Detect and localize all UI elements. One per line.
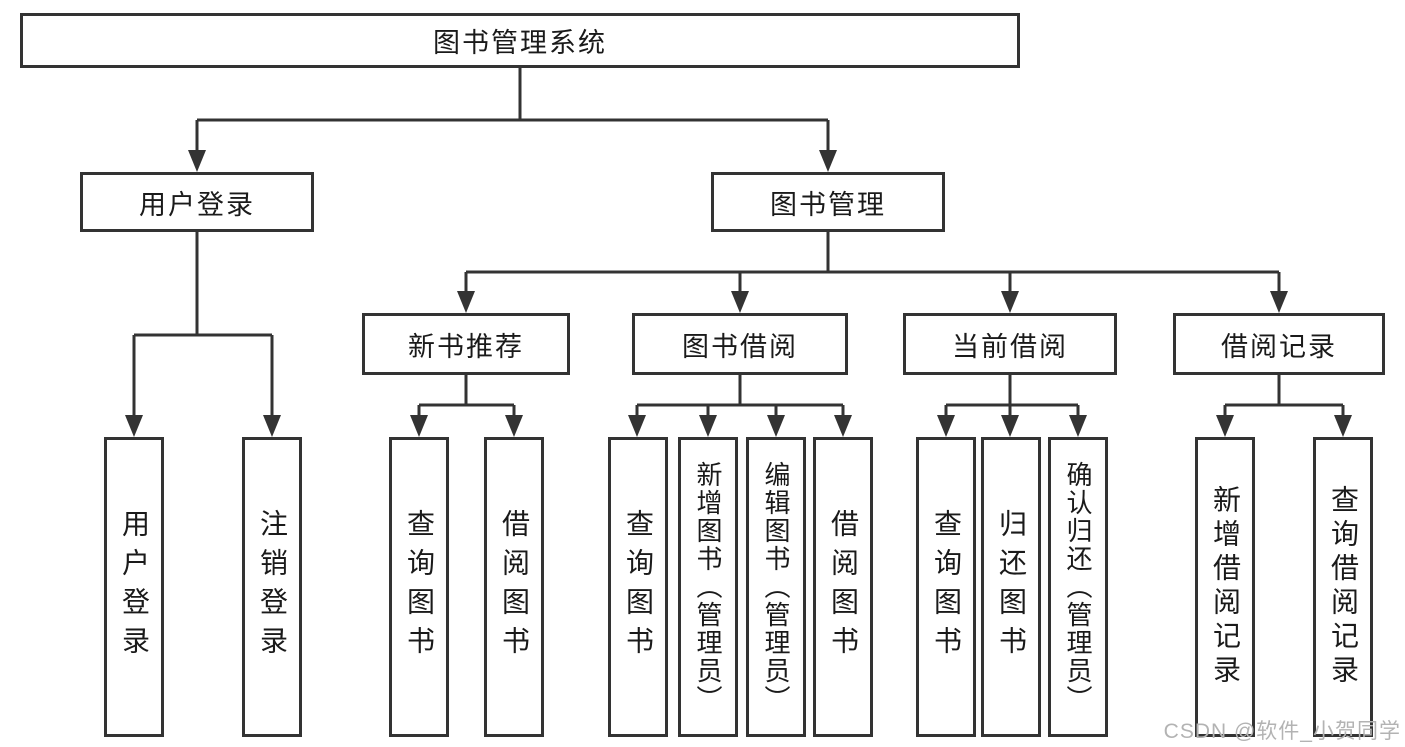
node-book-management: 图书管理	[711, 172, 945, 232]
node-book-borrowing: 图书借阅	[632, 313, 848, 375]
node-leaf-return-books: 归还图书	[981, 437, 1041, 737]
node-borrowing-records: 借阅记录	[1173, 313, 1385, 375]
node-leaf-logout: 注销登录	[242, 437, 302, 737]
node-leaf-query-borrow-record: 查询借阅记录	[1313, 437, 1373, 737]
node-leaf-edit-books-admin: 编辑图书（管理员）	[746, 437, 806, 737]
node-leaf-confirm-return-admin: 确认归还（管理员）	[1048, 437, 1108, 737]
node-leaf-user-login: 用户登录	[104, 437, 164, 737]
node-leaf-borrow-books-1: 借阅图书	[484, 437, 544, 737]
arrowheads	[125, 150, 1352, 437]
watermark: CSDN @软件_小贺同学	[1163, 720, 1401, 743]
node-leaf-borrow-books-2: 借阅图书	[813, 437, 873, 737]
node-leaf-query-books-2: 查询图书	[608, 437, 668, 737]
node-leaf-add-books-admin: 新增图书（管理员）	[678, 437, 738, 737]
node-leaf-query-books-1: 查询图书	[389, 437, 449, 737]
node-current-borrowing: 当前借阅	[903, 313, 1117, 375]
node-new-book-recommend: 新书推荐	[362, 313, 570, 375]
node-leaf-query-books-3: 查询图书	[916, 437, 976, 737]
node-root: 图书管理系统	[20, 13, 1020, 68]
node-leaf-add-borrow-record: 新增借阅记录	[1195, 437, 1255, 737]
node-user-login: 用户登录	[80, 172, 314, 232]
